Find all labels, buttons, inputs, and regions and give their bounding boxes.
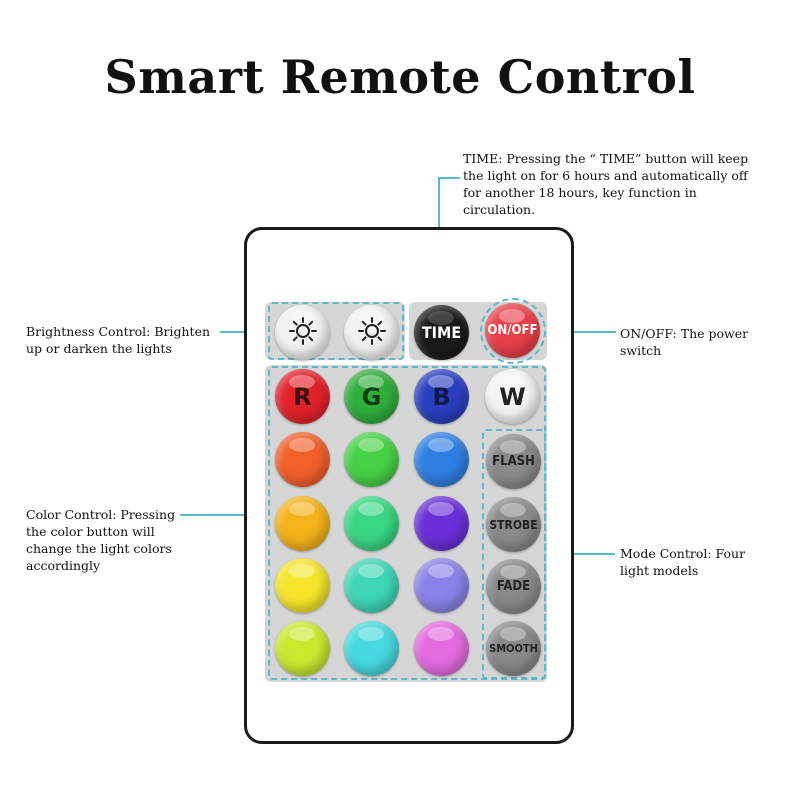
button-gloss [500,440,526,454]
onoff-note-line: switch [620,343,662,358]
red-button-label: R [293,382,312,411]
brightness-note-line: up or darken the lights [26,341,172,356]
mode-highlight [482,429,546,679]
smooth-button[interactable]: SMOOTH [486,621,541,676]
time-note-line: the light on for 6 hours and automatical… [463,168,748,183]
color-button-purple[interactable] [414,496,469,551]
button-gloss [358,627,384,641]
color-button-mint[interactable] [344,496,399,551]
brightness-up-icon [287,309,319,351]
onoff-note-line: ON/OFF: The power [620,326,749,341]
color-note-line: accordingly [26,558,101,573]
white-button-label: W [499,382,526,411]
blue-button-label: B [432,382,451,411]
button-gloss [358,438,384,452]
color-note-line: Color Control: Pressing [26,507,176,522]
brightness-highlight [268,302,404,360]
blue-button[interactable]: B [414,369,469,424]
button-gloss [358,502,384,516]
button-gloss [289,502,315,516]
time-connector-h [438,177,460,179]
color-button-yellow[interactable] [275,558,330,613]
button-gloss [428,564,454,578]
fade-button[interactable]: FADE [486,559,541,614]
button-gloss [500,627,526,641]
onoff-connector [546,331,616,333]
brighten-button[interactable] [275,305,330,360]
onoff-note: ON/OFF: The power switch [620,325,790,359]
button-gloss [289,564,315,578]
button-gloss [289,627,315,641]
time-note-line: for another 18 hours, key function in [463,185,697,200]
color-note: Color Control: Pressing the color button… [26,506,226,574]
flash-button-label: FLASH [492,454,535,469]
smooth-button-label: SMOOTH [489,642,538,655]
flash-button[interactable]: FLASH [486,434,541,489]
onoff-button-label: ON/OFF [487,323,538,338]
mode-connector [545,553,615,555]
color-button-cyan[interactable] [344,621,399,676]
button-gloss [289,438,315,452]
color-note-line: the color button will [26,524,155,539]
fade-button-label: FADE [496,579,531,594]
button-gloss [358,564,384,578]
color-connector [180,514,270,516]
button-gloss [500,503,526,517]
time-button[interactable]: TIME [414,305,469,360]
green-button[interactable]: G [344,369,399,424]
time-note-line: TIME: Pressing the “ TIME” button will k… [463,151,749,166]
mode-note-line: Mode Control: Four [620,546,746,561]
page-title: Smart Remote Control [104,50,696,104]
mode-note-line: light models [620,563,699,578]
onoff-button[interactable]: ON/OFF [485,303,540,358]
color-button-orange[interactable] [275,432,330,487]
button-gloss [428,438,454,452]
brightness-down-icon [356,315,388,351]
color-button-pink[interactable] [414,621,469,676]
brightness-note: Brightness Control: Brighten up or darke… [26,323,236,357]
brightness-note-line: Brightness Control: Brighten [26,324,211,339]
red-button[interactable]: R [275,369,330,424]
color-button-amber[interactable] [275,496,330,551]
mode-note: Mode Control: Four light models [620,545,790,579]
color-note-line: change the light colors [26,541,172,556]
strobe-button[interactable]: STROBE [486,497,541,552]
green-button-label: G [361,382,382,411]
time-note-line: circulation. [463,202,536,217]
color-button-lime[interactable] [275,621,330,676]
time-button-label: TIME [421,323,462,342]
onoff-highlight [480,298,546,364]
color-button-sky-blue[interactable] [414,432,469,487]
white-button[interactable]: W [485,369,540,424]
strobe-button-label: STROBE [489,517,538,532]
button-gloss [500,565,526,579]
time-note: TIME: Pressing the “ TIME” button will k… [463,150,793,218]
darken-button[interactable] [344,305,399,360]
button-gloss [428,502,454,516]
color-button-light-green[interactable] [344,432,399,487]
button-gloss [428,627,454,641]
color-button-lavender[interactable] [414,558,469,613]
button-gloss [499,309,525,323]
color-button-teal[interactable] [344,558,399,613]
